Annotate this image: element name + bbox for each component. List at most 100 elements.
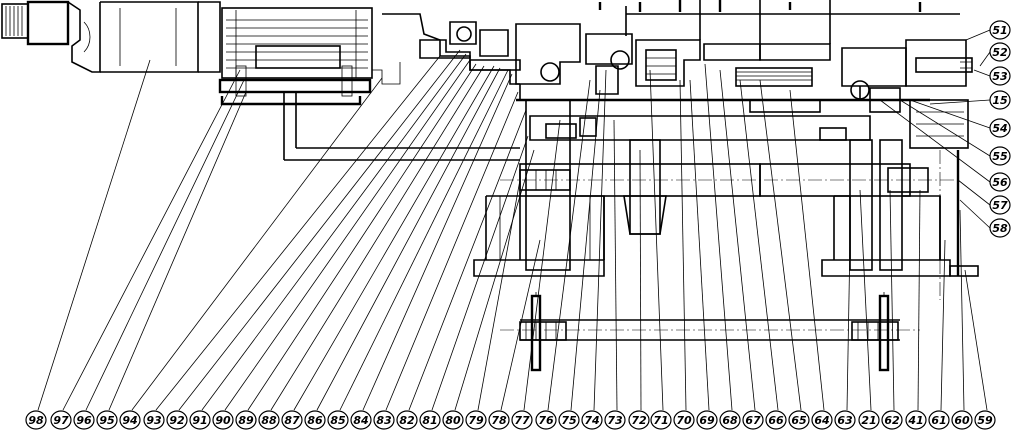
leader-line — [965, 29, 991, 41]
motor-mount — [218, 62, 520, 161]
callout-label: 21 — [861, 414, 876, 427]
callout-bubble — [719, 410, 741, 430]
callout-bubble — [989, 66, 1011, 86]
callout-bubble — [765, 410, 787, 430]
callout-67: 67 — [742, 410, 764, 430]
callout-79: 79 — [465, 410, 487, 430]
callout-86: 86 — [304, 410, 326, 430]
leader-line — [929, 99, 991, 105]
callout-bubble — [511, 410, 533, 430]
callout-label: 66 — [768, 414, 784, 427]
leader-line — [270, 65, 485, 411]
leader-line — [316, 67, 501, 411]
leader-line — [649, 69, 664, 411]
callout-bubble — [73, 410, 95, 430]
callout-69: 69 — [696, 410, 718, 430]
callout-label: 72 — [631, 414, 647, 427]
callout-bubble — [989, 90, 1011, 110]
leader-line — [131, 77, 383, 411]
leader-line — [719, 69, 756, 411]
callout-bubble — [373, 410, 395, 430]
leader-line — [85, 79, 245, 411]
callout-85: 85 — [327, 410, 349, 430]
callout-bubble — [488, 410, 510, 430]
callout-label: 96 — [76, 414, 92, 427]
callout-73: 73 — [604, 410, 626, 430]
callout-label: 56 — [992, 176, 1008, 189]
callout-label: 61 — [931, 414, 946, 427]
leader-line — [293, 65, 495, 411]
callout-label: 88 — [261, 414, 277, 427]
callout-label: 55 — [992, 150, 1008, 163]
leader-lines — [37, 29, 991, 411]
callout-53: 53 — [989, 66, 1011, 86]
callout-bubble — [581, 410, 603, 430]
callout-59: 59 — [974, 410, 996, 430]
callout-57: 57 — [989, 195, 1011, 215]
leader-line — [108, 91, 247, 411]
callout-label: 86 — [307, 414, 323, 427]
left-bearing-pedestal — [473, 99, 605, 277]
leader-line — [155, 55, 441, 411]
callout-bubble — [143, 410, 165, 430]
callout-label: 79 — [468, 414, 484, 427]
callout-bubble — [928, 410, 950, 430]
callout-bubble — [742, 410, 764, 430]
callout-label: 97 — [53, 414, 69, 427]
callout-bubble — [235, 410, 257, 430]
callout-bubble — [212, 410, 234, 430]
callout-51: 51 — [989, 20, 1011, 40]
leader-line — [477, 179, 521, 411]
callout-52: 52 — [989, 42, 1011, 62]
callout-58: 58 — [989, 218, 1011, 238]
callout-83: 83 — [373, 410, 395, 430]
callout-label: 85 — [330, 414, 346, 427]
leader-line — [224, 59, 471, 411]
callout-label: 67 — [745, 414, 761, 427]
leader-line — [759, 79, 802, 411]
callout-bubble — [989, 146, 1011, 166]
callout-label: 76 — [538, 414, 554, 427]
leader-line — [940, 239, 946, 411]
callout-84: 84 — [350, 410, 372, 430]
gearbox-bearings — [456, 26, 870, 100]
callout-91: 91 — [189, 410, 211, 430]
leader-line — [639, 149, 642, 411]
leader-line — [879, 99, 991, 183]
leader-line — [613, 119, 618, 411]
callout-label: 83 — [376, 414, 392, 427]
callout-71: 71 — [650, 410, 672, 430]
callout-96: 96 — [73, 410, 95, 430]
leader-line — [973, 69, 991, 77]
callout-label: 69 — [699, 414, 715, 427]
callout-66: 66 — [765, 410, 787, 430]
callout-bubble — [535, 410, 557, 430]
callout-63: 63 — [834, 410, 856, 430]
callout-label: 89 — [238, 414, 254, 427]
leader-line — [959, 209, 965, 411]
callout-label: 60 — [954, 414, 970, 427]
callout-label: 78 — [491, 414, 507, 427]
leader-line — [247, 63, 477, 411]
callout-bubble — [258, 410, 280, 430]
callout-label: 59 — [977, 414, 993, 427]
callout-bubble — [189, 410, 211, 430]
callout-label: 91 — [192, 414, 207, 427]
right-bracket — [909, 99, 969, 300]
callout-74: 74 — [581, 410, 603, 430]
callout-bubble — [989, 118, 1011, 138]
callout-bubble — [396, 410, 418, 430]
callout-bubble — [650, 410, 672, 430]
callout-98: 98 — [25, 410, 47, 430]
callout-bubble — [834, 410, 856, 430]
callout-label: 94 — [122, 414, 137, 427]
callout-label: 62 — [884, 414, 900, 427]
callout-80: 80 — [442, 410, 464, 430]
callout-bubble — [974, 410, 996, 430]
callout-bubble — [281, 410, 303, 430]
callout-97: 97 — [50, 410, 72, 430]
callout-bubble — [25, 410, 47, 430]
lower-link-rod — [500, 292, 920, 372]
leader-line — [704, 63, 733, 411]
